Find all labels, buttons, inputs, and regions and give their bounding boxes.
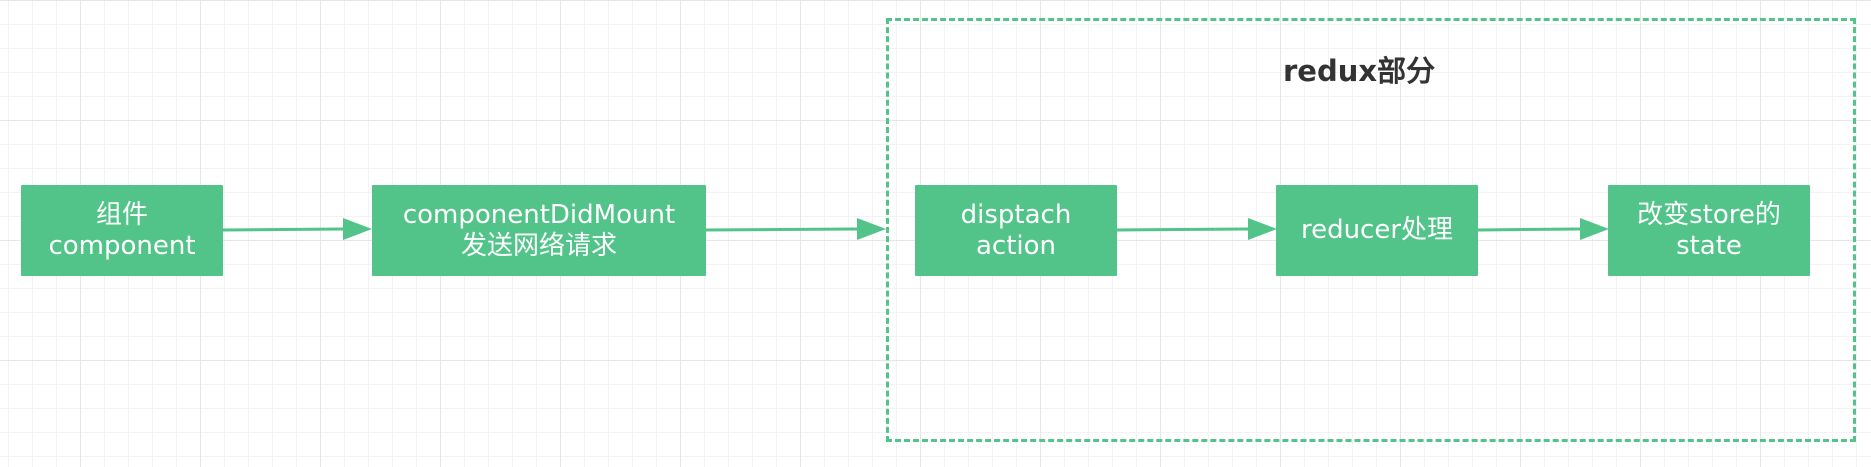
node-state-line1: 改变store的 bbox=[1637, 199, 1781, 230]
node-did-mount-line2: 发送网络请求 bbox=[460, 230, 617, 261]
node-reducer-line1: reducer处理 bbox=[1300, 215, 1454, 245]
edge-reducer-to-state bbox=[1477, 218, 1609, 240]
edge-dispatch-to-reducer bbox=[1116, 218, 1277, 240]
node-component[interactable]: 组件 component bbox=[21, 185, 223, 276]
arrowhead-icon bbox=[1248, 218, 1277, 240]
node-did-mount-line1: componentDidMount bbox=[402, 199, 676, 230]
node-dispatch-action[interactable]: disptach action bbox=[915, 185, 1117, 276]
arrowhead-icon bbox=[1580, 218, 1609, 240]
arrowhead-icon bbox=[343, 218, 372, 240]
edge-component-to-didmount bbox=[222, 218, 372, 240]
node-state-line2: state bbox=[1676, 230, 1742, 261]
edge-didmount-to-redux bbox=[705, 218, 886, 240]
node-component-line2: component bbox=[48, 230, 196, 261]
redux-group-title: redux部分 bbox=[1283, 54, 1436, 88]
node-reducer[interactable]: reducer处理 bbox=[1276, 185, 1478, 276]
node-dispatch-line2: action bbox=[975, 230, 1057, 261]
node-component-did-mount[interactable]: componentDidMount 发送网络请求 bbox=[372, 185, 706, 276]
node-component-line1: 组件 bbox=[95, 199, 148, 230]
redux-group bbox=[886, 18, 1856, 442]
node-change-state[interactable]: 改变store的 state bbox=[1608, 185, 1810, 276]
arrowhead-icon bbox=[857, 218, 886, 240]
node-dispatch-line1: disptach bbox=[960, 199, 1072, 230]
